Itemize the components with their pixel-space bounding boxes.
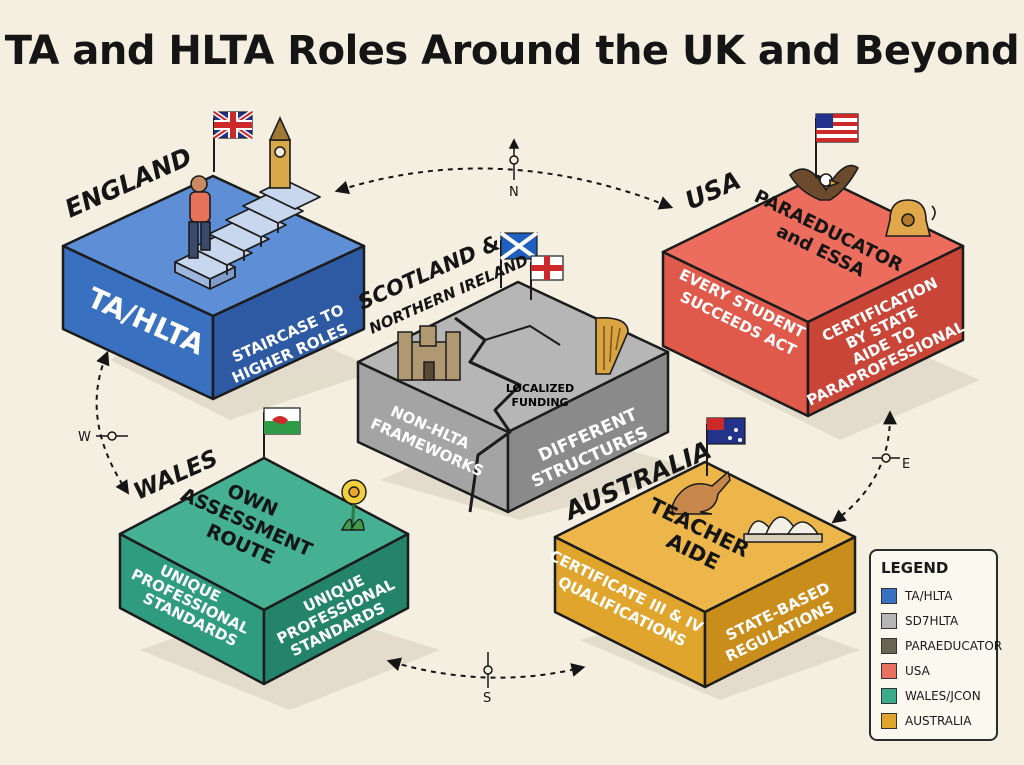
welsh-flag-icon [263, 407, 301, 458]
compass-south [483, 652, 493, 688]
staircase-icon [174, 179, 321, 290]
arrow-wales-australia [386, 657, 586, 679]
legend-label: AUSTRALIA [905, 713, 972, 728]
person-icon [188, 175, 211, 259]
opera-house-icon [743, 516, 823, 543]
legend-swatch [881, 587, 897, 604]
compass-e-label: E [902, 457, 910, 472]
scotland-top-label-line1: LOCALIZED [506, 382, 574, 395]
big-ben-icon [268, 116, 292, 189]
kangaroo-icon [671, 470, 731, 515]
wales-block: WALES OWN ASSESSMENT ROUTE UNIQUE PROFES… [118, 407, 410, 686]
legend-label: SD7HLTA [905, 613, 959, 628]
compass-n-label: N [509, 185, 519, 200]
us-flag-icon [815, 113, 859, 178]
scotland-flag-icon [499, 231, 539, 288]
australia-flag-icon [706, 417, 746, 476]
legend-item: AUSTRALIA [881, 708, 988, 733]
legend-label: USA [905, 663, 930, 678]
legend-swatch [881, 662, 897, 679]
harp-icon [595, 316, 629, 375]
legend-swatch [881, 712, 897, 729]
legend-item: WALES/JCON [881, 683, 988, 708]
compass-w-label: W [78, 430, 91, 445]
legend-swatch [881, 687, 897, 704]
connector-arrows [95, 167, 897, 679]
legend-item: SD7HLTA [881, 608, 988, 633]
wales-side [262, 532, 410, 686]
usa-side [806, 244, 965, 418]
legend-label: WALES/JCON [905, 688, 981, 703]
legend-item: PARAEDUCATOR [881, 633, 1002, 658]
legend-item: USA [881, 658, 988, 683]
castle-icon [397, 325, 461, 381]
australia-side [703, 535, 857, 689]
bell-icon [884, 199, 936, 237]
usa-name: USA [681, 166, 745, 216]
arrow-usa-australia [831, 410, 897, 524]
arrow-england-wales [95, 350, 130, 495]
eagle-icon [788, 164, 860, 201]
compass-west [96, 431, 128, 441]
daffodil-icon [340, 479, 367, 531]
legend-swatch [881, 637, 897, 654]
ulster-flag-icon [530, 255, 564, 300]
legend-label: TA/HLTA [905, 588, 953, 603]
arrow-england-usa [334, 167, 674, 210]
legend-item: TA/HLTA [881, 583, 988, 608]
legend-title: LEGEND [881, 559, 949, 577]
crack-line [454, 316, 522, 513]
scotland-side [506, 350, 670, 514]
uk-flag-icon [212, 109, 254, 172]
legend: LEGEND TA/HLTA SD7HLTA PARAEDUCATOR USA … [869, 549, 1002, 741]
scotland-top-label-line2: FUNDING [511, 396, 568, 409]
page-title: TA and HLTA Roles Around the UK and Beyo… [4, 28, 1020, 74]
england-side [211, 244, 366, 401]
compass-north [508, 138, 520, 180]
legend-label: PARAEDUCATOR [905, 638, 1003, 653]
legend-swatch [881, 612, 897, 629]
compass-east [872, 453, 900, 463]
compass-s-label: S [483, 691, 491, 706]
